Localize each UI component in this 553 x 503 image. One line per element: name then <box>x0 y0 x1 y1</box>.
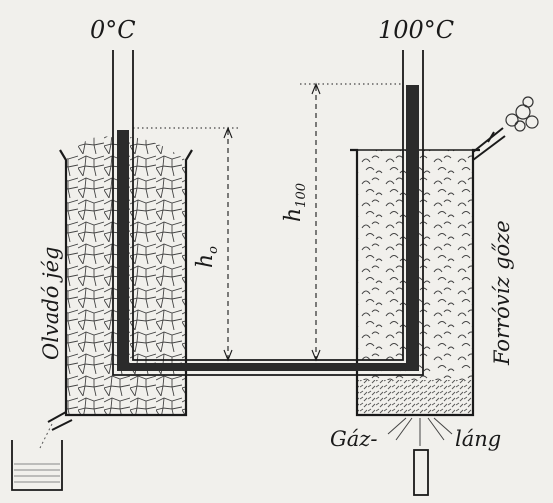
gas-label-part2: láng <box>455 427 501 451</box>
steam-label: Forróvíz gőze <box>490 220 514 366</box>
gas-burner <box>387 417 453 496</box>
temp-label-100c: 100°C <box>378 16 454 44</box>
drain-tap <box>39 411 73 449</box>
steam-outlet <box>472 96 539 161</box>
burner-grate <box>357 380 473 415</box>
u-tube <box>112 50 424 376</box>
steam-puff-icon <box>505 96 539 132</box>
h0-label: ho <box>193 246 221 268</box>
gas-label-part1: Gáz- <box>330 427 377 451</box>
level-lines <box>133 83 403 129</box>
beaker <box>11 440 63 491</box>
temp-label-0c: 0°C <box>90 16 136 44</box>
h100-label: h100 <box>281 183 309 222</box>
height-markers <box>227 86 317 358</box>
ice-label: Olvadó jég <box>39 247 63 360</box>
